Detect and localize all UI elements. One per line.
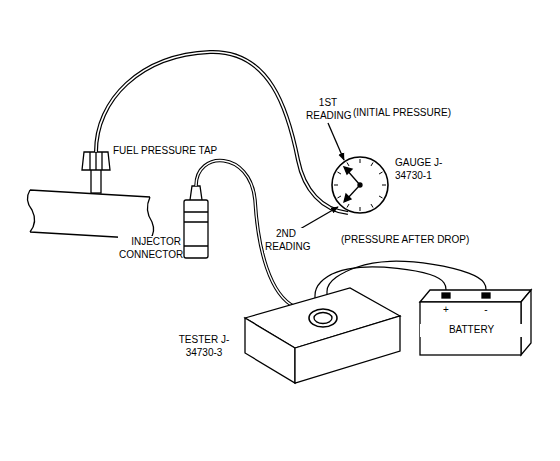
terminal-sign: - [478, 304, 494, 317]
battery-box: BATTERY + - [420, 290, 531, 355]
leader-line [328, 123, 344, 160]
connector-ridges [184, 212, 208, 246]
part-label: BATTERY [420, 324, 523, 337]
tester-box: TESTER J-34730-3 [245, 288, 400, 383]
callout-label: INJECTOR CONNECTOR [118, 236, 182, 261]
tester-outline [245, 288, 400, 383]
callout-label: (PRESSURE AFTER DROP) [340, 234, 470, 247]
fuel-hose [96, 52, 348, 213]
gauge-dial: GAUGE J-34730-1 [330, 155, 390, 215]
callout-label: 2ND READING [264, 228, 308, 253]
fuel-rail [27, 190, 153, 239]
tap-nut [82, 152, 110, 170]
connector-body [184, 200, 208, 258]
callout-label: 1ST READING [305, 97, 351, 122]
callout-label: FUEL PRESSURE TAP [112, 145, 218, 158]
callout-label: (INITIAL PRESSURE) [352, 107, 452, 120]
battery-outline [420, 290, 531, 355]
connector-nozzle [190, 186, 202, 200]
part-label: GAUGE J-34730-1 [394, 157, 458, 182]
part-label: TESTER J-34730-3 [171, 334, 237, 359]
leader-line [300, 207, 338, 229]
tap-stem [91, 168, 101, 193]
fuel-hose-inner [96, 52, 348, 213]
gauge-outline [330, 155, 390, 215]
terminal-sign: + [438, 304, 454, 317]
